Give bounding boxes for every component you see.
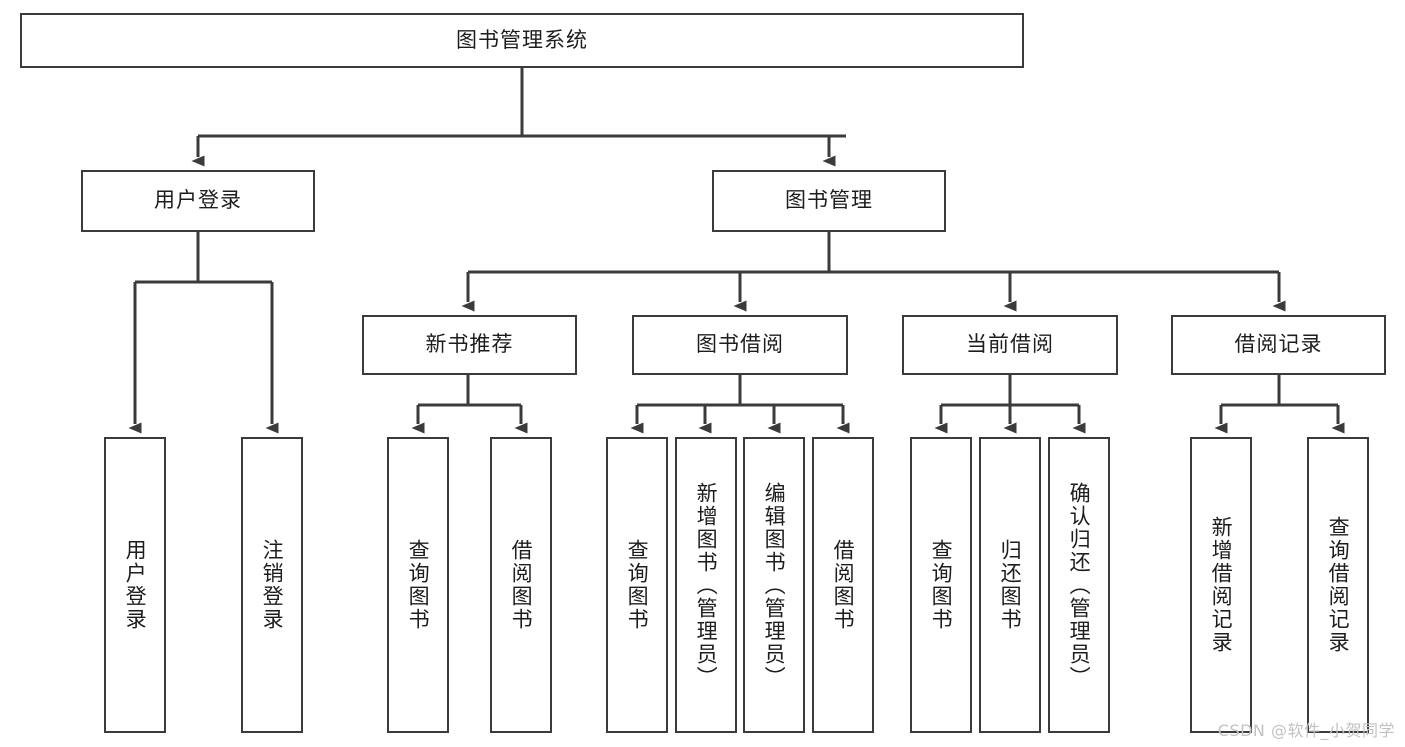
leaf-book-borrow-borrow[interactable]: 借阅图书 <box>812 437 874 733</box>
node-user-login[interactable]: 用户登录 <box>81 170 315 232</box>
node-current-borrow[interactable]: 当前借阅 <box>902 315 1118 375</box>
node-label: 注销登录 <box>260 539 285 631</box>
node-label: 图书借阅 <box>696 332 784 357</box>
node-book-borrow[interactable]: 图书借阅 <box>632 315 848 375</box>
node-book-management[interactable]: 图书管理 <box>712 170 946 232</box>
leaf-user-login-login[interactable]: 用户登录 <box>104 437 166 733</box>
node-label: 查询借阅记录 <box>1326 516 1351 654</box>
node-label: 借阅记录 <box>1234 332 1323 357</box>
node-label: 借阅图书 <box>509 539 534 631</box>
node-label: 当前借阅 <box>966 332 1054 357</box>
node-label: 图书管理 <box>785 188 873 213</box>
node-label: 新书推荐 <box>425 332 514 357</box>
node-label: 查询图书 <box>406 539 431 631</box>
leaf-book-borrow-add[interactable]: 新增图书（管理员） <box>675 437 737 733</box>
leaf-current-borrow-query[interactable]: 查询图书 <box>910 437 972 733</box>
node-label: 借阅图书 <box>831 539 856 631</box>
leaf-book-borrow-query[interactable]: 查询图书 <box>606 437 668 733</box>
node-borrow-record[interactable]: 借阅记录 <box>1171 315 1386 375</box>
leaf-user-login-logout[interactable]: 注销登录 <box>241 437 303 733</box>
node-label: 编辑图书（管理员） <box>762 481 787 689</box>
leaf-borrow-record-add[interactable]: 新增借阅记录 <box>1190 437 1252 733</box>
leaf-borrow-record-query[interactable]: 查询借阅记录 <box>1307 437 1369 733</box>
node-label: 图书管理系统 <box>456 27 588 52</box>
node-label: 确认归还（管理员） <box>1067 481 1092 689</box>
leaf-current-borrow-return[interactable]: 归还图书 <box>979 437 1041 733</box>
node-label: 归还图书 <box>998 539 1023 631</box>
node-root-system[interactable]: 图书管理系统 <box>20 13 1024 68</box>
leaf-book-borrow-edit[interactable]: 编辑图书（管理员） <box>743 437 805 733</box>
node-label: 查询图书 <box>929 539 954 631</box>
node-label: 用户登录 <box>154 188 242 213</box>
node-label: 新增图书（管理员） <box>694 481 719 689</box>
node-new-book-recommend[interactable]: 新书推荐 <box>362 315 577 375</box>
node-label: 用户登录 <box>123 539 148 631</box>
node-label: 新增借阅记录 <box>1209 516 1234 654</box>
node-label: 查询图书 <box>625 539 650 631</box>
leaf-current-borrow-confirm-return[interactable]: 确认归还（管理员） <box>1048 437 1110 733</box>
leaf-new-book-query[interactable]: 查询图书 <box>387 437 449 733</box>
leaf-new-book-borrow[interactable]: 借阅图书 <box>490 437 552 733</box>
